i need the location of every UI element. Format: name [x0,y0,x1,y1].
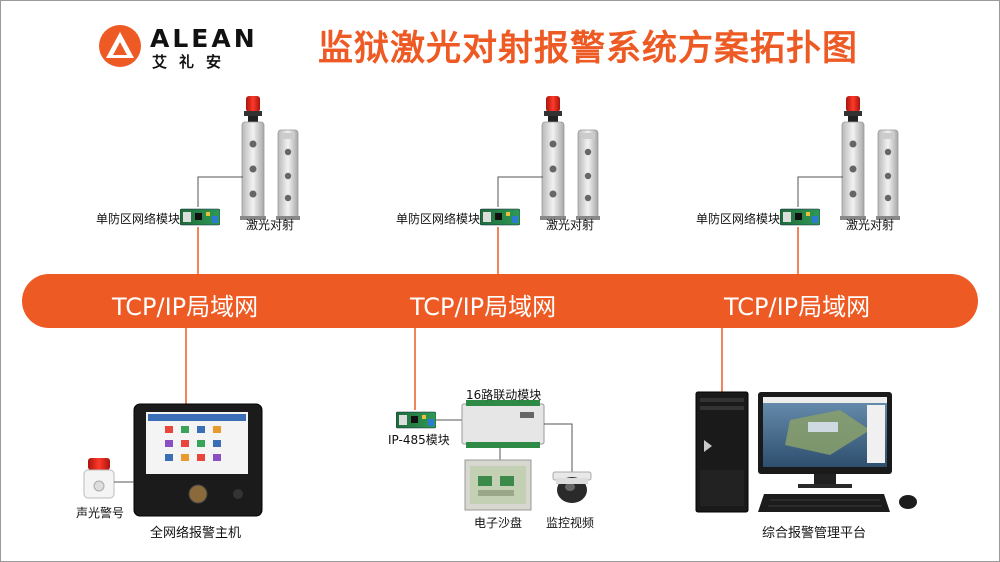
linkage-module-label: 16路联动模块 [466,388,542,402]
siren-label: 声光警号 [76,506,125,520]
alarm-host-label: 全网络报警主机 [150,526,242,541]
zone-1-laser-label: 激光对射 [246,218,295,232]
tcp-ip-network-bus [22,274,978,328]
laser-beam-detector-icon [239,95,301,221]
ip485-module-icon [396,411,436,429]
zone-2-module-label: 单防区网络模块 [396,212,481,226]
zone-1-module-label: 单防区网络模块 [96,212,181,226]
logo-icon [99,25,141,67]
laser-beam-detector-icon [839,95,901,221]
zone-3-devices [780,95,901,274]
linkage-module-icon [461,400,545,448]
ip485-module-label: IP-485模块 [388,433,450,447]
zone-1-devices [180,95,301,274]
bus-label-middle: TCP/IP局域网 [410,293,557,321]
camera-label: 监控视频 [546,516,595,530]
network-module-icon [480,208,520,226]
sand-table-label: 电子沙盘 [474,516,523,530]
zone-3-module-label: 单防区网络模块 [696,212,781,226]
brand-logo: ALEAN 艾礼安 [98,22,268,72]
keyboard-icon [758,494,890,512]
logo-brand-text: ALEAN [150,24,258,53]
sand-table-icon [464,459,532,511]
dome-camera-icon [552,471,592,503]
bus-label-left: TCP/IP局域网 [112,293,259,321]
mouse-icon [899,495,917,509]
management-platform-label: 综合报警管理平台 [762,526,867,541]
network-module-icon [780,208,820,226]
zone-3-laser-label: 激光对射 [846,218,895,232]
pc-tower-icon [695,391,749,513]
siren-icon [83,458,115,499]
laser-beam-detector-icon [539,95,601,221]
alarm-host-icon [133,403,263,517]
zone-2-devices [480,95,601,274]
monitor-icon [758,392,892,488]
zone-2-laser-label: 激光对射 [546,218,595,232]
page-title: 监狱激光对射报警系统方案拓扑图 [318,29,859,69]
bus-label-right: TCP/IP局域网 [724,293,871,321]
logo-chinese-text: 艾礼安 [152,53,234,71]
network-module-icon [180,208,220,226]
